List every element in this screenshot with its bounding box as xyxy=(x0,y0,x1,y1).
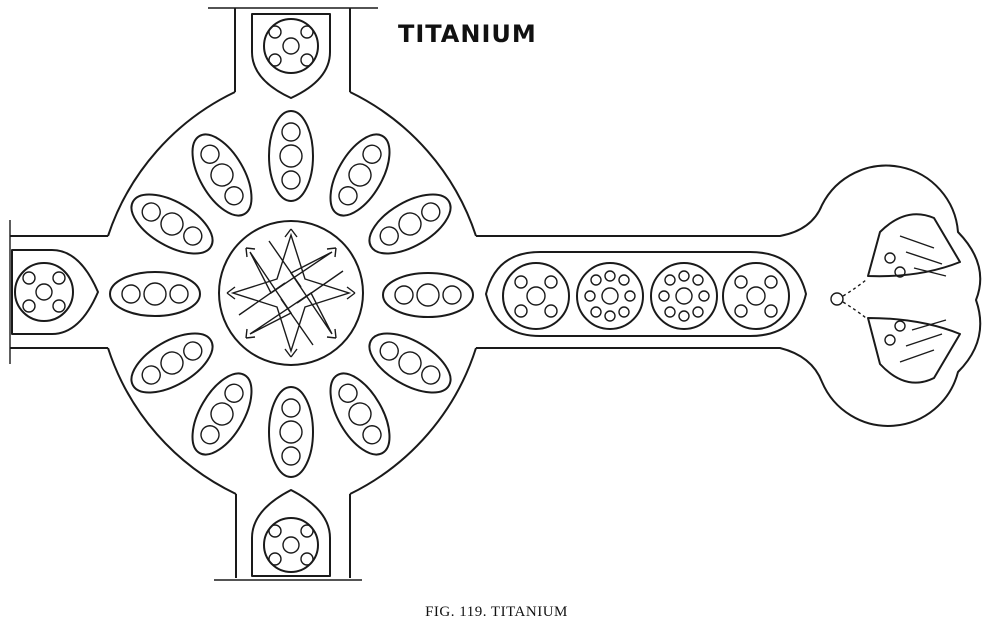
ovoid-nne xyxy=(329,133,391,217)
central-globe xyxy=(218,220,364,366)
ovoid-ring xyxy=(109,110,474,478)
left-arm-body xyxy=(11,249,99,335)
figure-caption: FIG. 119. TITANIUM xyxy=(425,604,568,620)
diagram-title: TITANIUM xyxy=(398,20,537,48)
ovoid-ese xyxy=(368,332,452,394)
rod-sphere-4 xyxy=(722,262,790,330)
rod-sphere-2 xyxy=(576,262,644,330)
rod-sphere-1 xyxy=(502,262,570,330)
rod-sphere-3 xyxy=(650,262,718,330)
ovoid-ene xyxy=(368,193,452,255)
ovoid-wnw xyxy=(130,193,214,255)
bulb-funnels xyxy=(830,213,961,384)
ovoid-nnw xyxy=(191,133,253,217)
ovoid-wsw xyxy=(130,332,214,394)
ovoid-e xyxy=(382,272,474,318)
top-arm-body xyxy=(251,13,331,99)
ovoid-s xyxy=(268,386,314,478)
ovoid-ssw xyxy=(191,372,253,456)
body-outline xyxy=(9,7,982,581)
ovoid-w xyxy=(109,271,201,317)
stem-rod xyxy=(485,251,807,337)
bottom-arm-body xyxy=(251,489,331,577)
ovoid-n xyxy=(268,110,314,202)
ovoid-sse xyxy=(329,372,391,456)
